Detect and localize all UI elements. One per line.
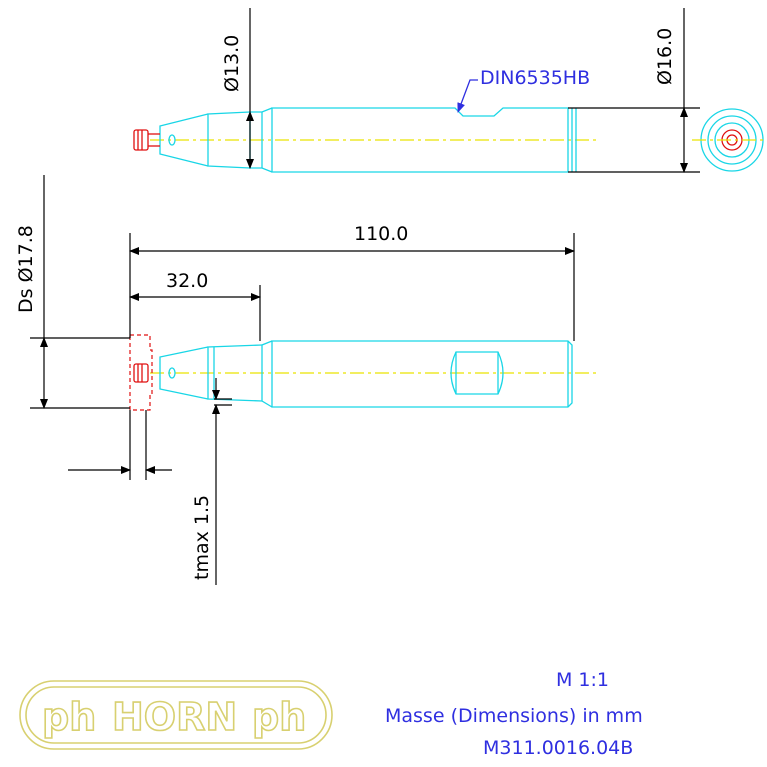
end-view <box>692 108 767 172</box>
horn-logo: ph HORN ph <box>19 680 333 750</box>
dim-d16: Ø16.0 <box>654 28 676 85</box>
logo-mark-left: ph <box>42 695 96 739</box>
dim-length-32: 32.0 <box>166 270 208 292</box>
bottom-view <box>30 175 600 585</box>
dim-d13: Ø13.0 <box>221 35 243 92</box>
top-view <box>133 8 700 173</box>
drawing-number: M311.0016.04B <box>483 737 633 759</box>
dim-length-110: 110.0 <box>354 223 408 245</box>
scale-label: M 1:1 <box>556 669 609 691</box>
logo-text: HORN <box>112 695 237 739</box>
dim-ds: Ds Ø17.8 <box>15 225 37 313</box>
din-callout: DIN6535HB <box>480 67 590 89</box>
units-label: Masse (Dimensions) in mm <box>385 705 643 727</box>
dim-tmax: tmax 1.5 <box>191 495 213 580</box>
logo-mark-right: ph <box>252 695 306 739</box>
